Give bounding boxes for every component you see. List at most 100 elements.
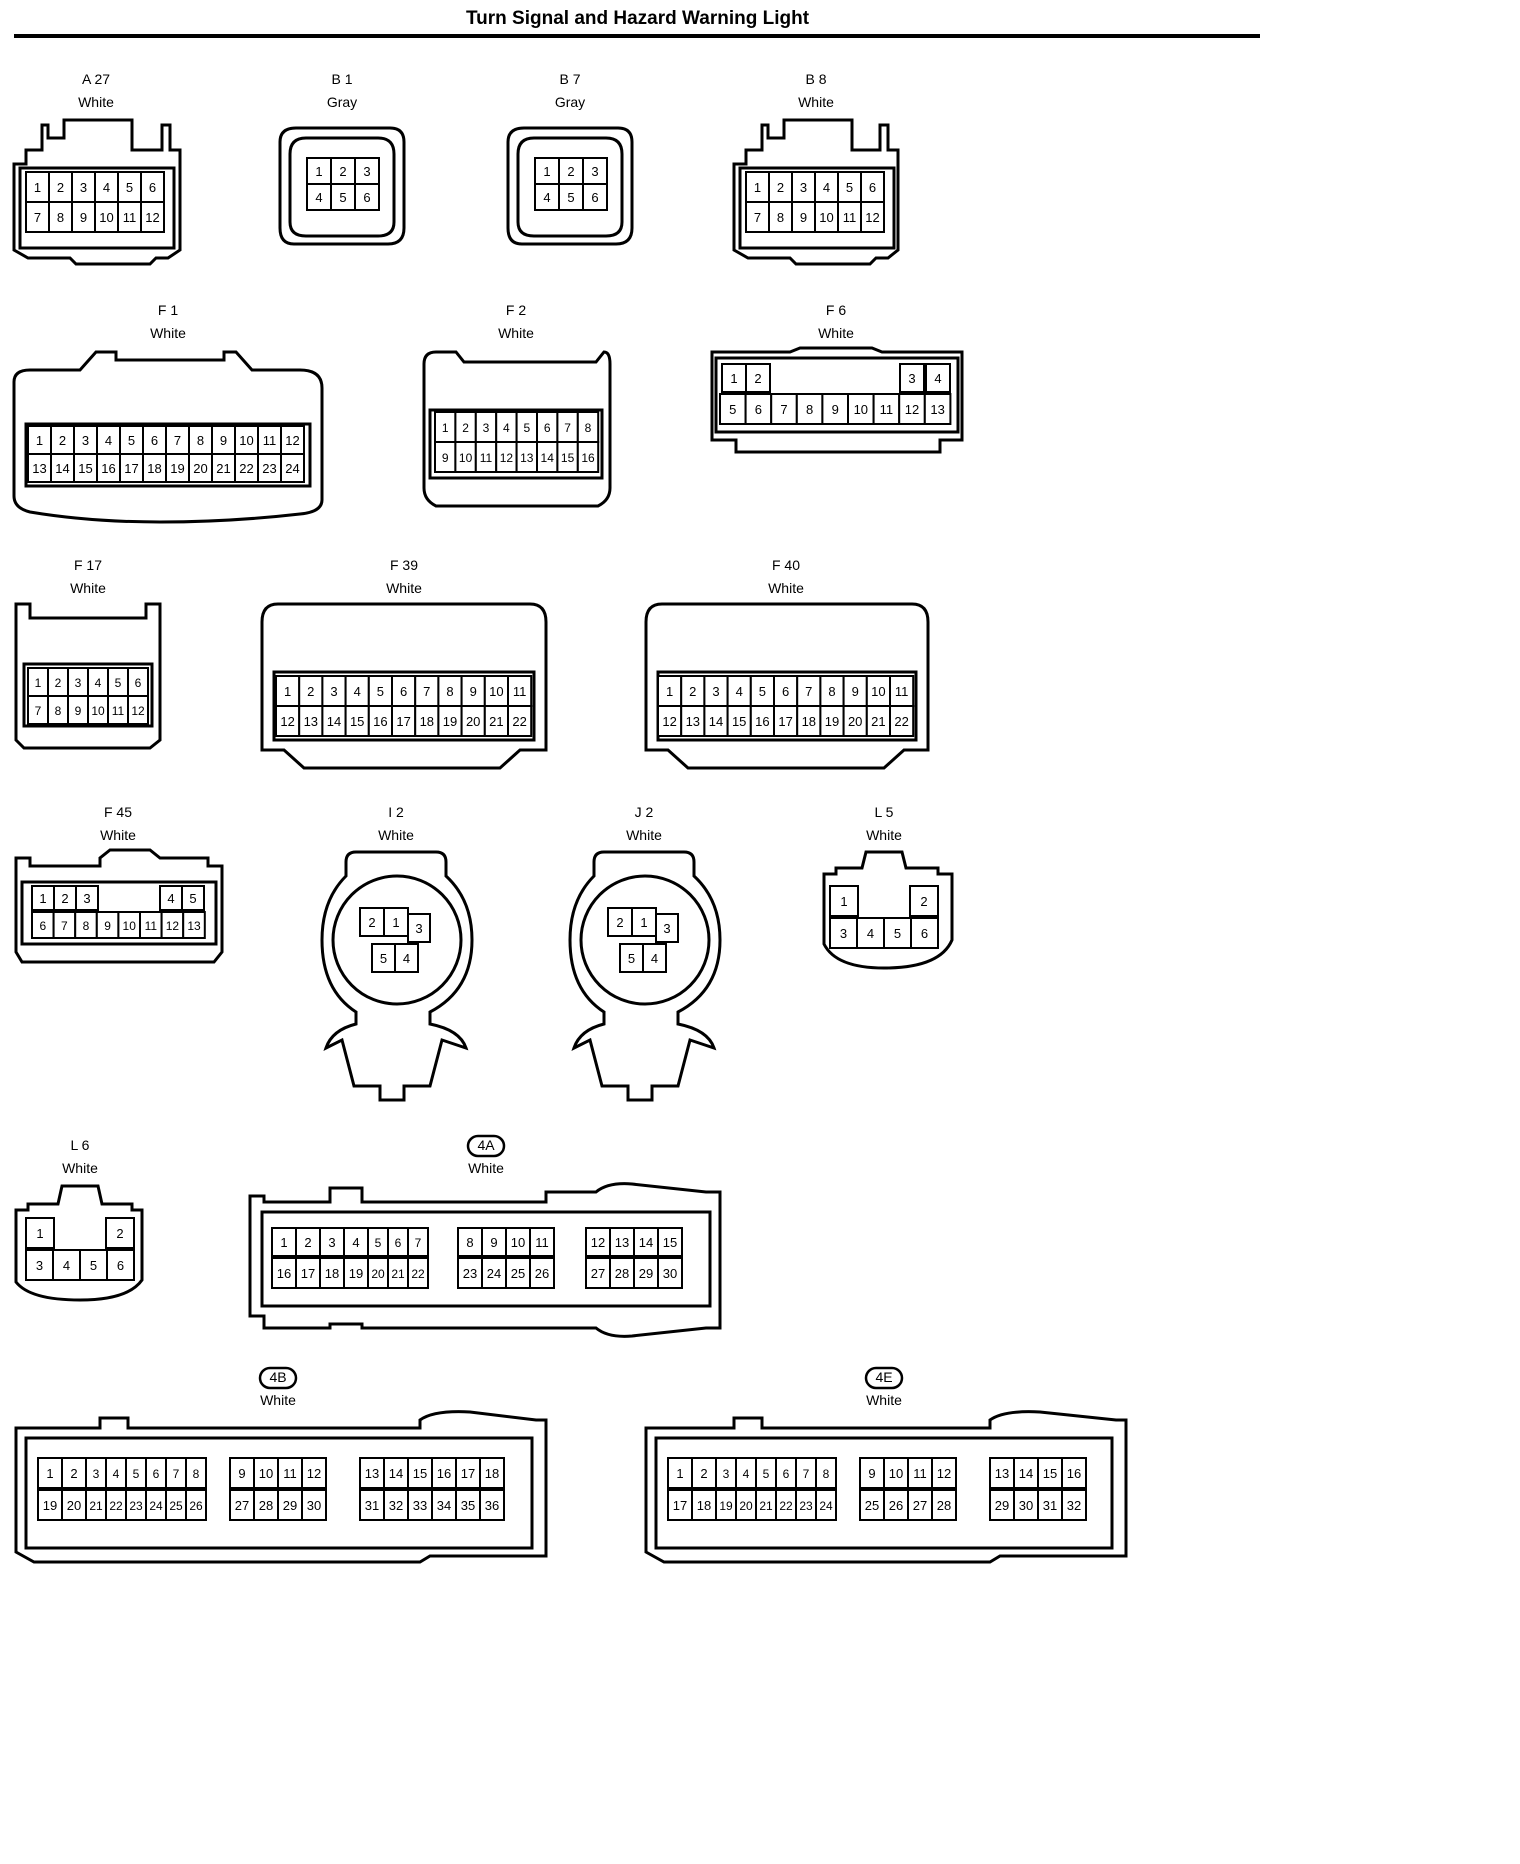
pin-number: 22 — [779, 1499, 793, 1513]
pin-number: 10 — [123, 919, 137, 933]
connector-id-f45: F 45 — [104, 804, 132, 820]
pin-box — [407, 913, 431, 943]
pin-box — [25, 1249, 54, 1281]
pin-4a-2: 2 — [295, 1227, 321, 1257]
pin-number: 27 — [235, 1498, 249, 1513]
pin-a27-1: 1 — [25, 171, 50, 203]
pin-box — [585, 1257, 611, 1289]
pin-number: 3 — [723, 1467, 730, 1481]
pin-4e-29: 29 — [989, 1489, 1015, 1521]
connector-id-l6: L 6 — [71, 1137, 90, 1153]
pin-number: 5 — [90, 1258, 97, 1273]
pin-number: 10 — [99, 210, 113, 225]
pin-f17-4: 4 — [87, 667, 109, 697]
pin-a27-7: 7 — [25, 201, 50, 233]
pin-b8-7: 7 — [745, 201, 770, 233]
pin-box — [576, 441, 600, 473]
pin-number: 6 — [591, 190, 598, 205]
pin-number: 6 — [149, 180, 156, 195]
pin-4b-11: 11 — [277, 1457, 303, 1489]
pin-f45-7: 7 — [52, 911, 77, 939]
pin-i2-4: 4 — [394, 943, 419, 973]
pin-box — [343, 1257, 369, 1289]
connector-id-l5: L 5 — [875, 804, 894, 820]
pin-number: 10 — [511, 1235, 525, 1250]
pin-box — [37, 1457, 63, 1489]
pin-number: 2 — [55, 676, 62, 690]
pin-number: 21 — [489, 714, 503, 729]
pin-number: 8 — [777, 210, 784, 225]
pin-b1-3: 3 — [354, 157, 380, 185]
pin-f45-6: 6 — [31, 911, 55, 939]
pin-j2-1: 1 — [631, 907, 657, 937]
pin-number: 26 — [189, 1499, 203, 1513]
pin-f1-24: 24 — [280, 453, 305, 483]
pin-box — [815, 1489, 837, 1521]
pin-number: 4 — [823, 180, 830, 195]
pin-f40-3: 3 — [703, 675, 729, 707]
pin-box — [479, 1489, 505, 1521]
pin-number: 20 — [193, 461, 207, 476]
pin-f17-10: 10 — [87, 695, 109, 725]
pin-4b-25: 25 — [165, 1489, 187, 1521]
pin-box — [989, 1489, 1015, 1521]
pin-number: 8 — [193, 1467, 200, 1481]
pin-4e-22: 22 — [775, 1489, 797, 1521]
pin-f6-7: 7 — [770, 393, 798, 425]
pin-number: 17 — [461, 1466, 475, 1481]
connector-color-l6: White — [62, 1160, 98, 1176]
pin-4a-29: 29 — [633, 1257, 659, 1289]
pin-a27-11: 11 — [117, 201, 142, 233]
connector-id-f40: F 40 — [772, 557, 800, 573]
connector-color-b1: Gray — [327, 94, 357, 110]
pin-f2-9: 9 — [434, 441, 457, 473]
pin-number: 15 — [78, 461, 92, 476]
connector-outline-l6 — [14, 1184, 144, 1302]
connector-color-b8: White — [798, 94, 834, 110]
pin-number: 7 — [754, 210, 761, 225]
pin-number: 16 — [101, 461, 115, 476]
pin-number: 30 — [307, 1498, 321, 1513]
pin-number: 13 — [930, 402, 944, 417]
connector-id-f17: F 17 — [74, 557, 102, 573]
pin-4a-22: 22 — [407, 1257, 429, 1289]
pin-number: 6 — [783, 1467, 790, 1481]
pin-4a-28: 28 — [609, 1257, 635, 1289]
pin-4b-13: 13 — [359, 1457, 385, 1489]
pin-number: 13 — [32, 461, 46, 476]
pin-box — [182, 911, 206, 939]
pin-number: 14 — [639, 1235, 653, 1250]
pin-box — [633, 1227, 659, 1257]
pin-number: 1 — [36, 1226, 43, 1241]
pin-f39-11: 11 — [507, 675, 533, 707]
pin-number: 1 — [840, 894, 847, 909]
pin-f40-15: 15 — [726, 705, 752, 737]
pin-i2-2: 2 — [359, 907, 385, 937]
pin-number: 6 — [921, 926, 928, 941]
pin-l6-4: 4 — [52, 1249, 81, 1281]
connector-color-b7: Gray — [555, 94, 585, 110]
pin-box — [872, 393, 901, 425]
connector-outline-4a — [248, 1182, 722, 1338]
pin-number: 33 — [413, 1498, 427, 1513]
pin-4e-3: 3 — [715, 1457, 737, 1489]
pin-box — [394, 943, 419, 973]
pin-b8-8: 8 — [768, 201, 793, 233]
pin-number: 5 — [846, 180, 853, 195]
pin-j2-5: 5 — [619, 943, 644, 973]
pin-number: 12 — [285, 433, 299, 448]
pin-4b-9: 9 — [229, 1457, 255, 1489]
pin-b8-11: 11 — [837, 201, 862, 233]
pin-box — [1013, 1489, 1039, 1521]
pin-f39-18: 18 — [414, 705, 440, 737]
pin-l6-6: 6 — [106, 1249, 135, 1281]
pin-number: 7 — [61, 919, 68, 933]
pin-f40-17: 17 — [773, 705, 799, 737]
pin-box — [529, 1257, 555, 1289]
pin-number: 30 — [1019, 1498, 1033, 1513]
connector-id-f6: F 6 — [826, 302, 846, 318]
pin-number: 23 — [799, 1499, 813, 1513]
pin-4b-32: 32 — [383, 1489, 409, 1521]
pin-f40-19: 19 — [819, 705, 845, 737]
